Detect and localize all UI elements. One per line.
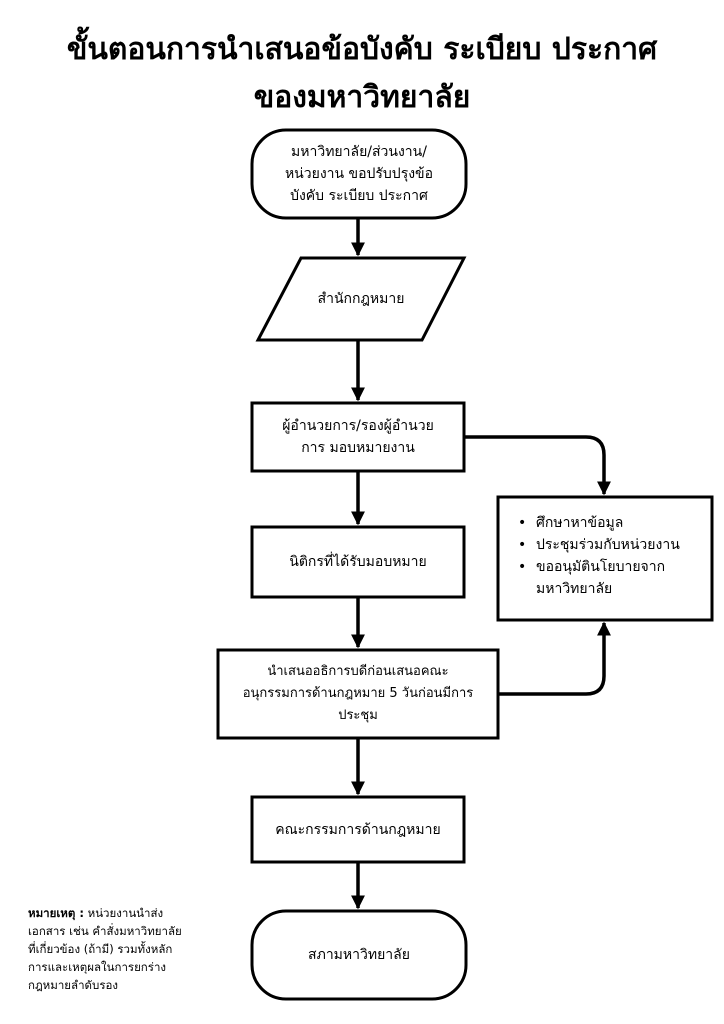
legal-officer-label: นิติกรที่ได้รับมอบหมาย — [252, 527, 464, 597]
side-task-item: ประชุมร่วมกับหน่วยงาน — [512, 534, 712, 556]
page-title-line-2: ของมหาวิทยาลัย — [253, 80, 471, 115]
footnote-line: หน่วยงานนำส่ง — [87, 906, 164, 920]
director-box — [250, 401, 466, 473]
start-label-line: หน่วยงาน ขอปรับปรุงข้อ — [284, 166, 434, 182]
arrow-director-to-side-tasks — [464, 435, 611, 496]
end-label-line: สภามหาวิทยาลัย — [308, 947, 410, 963]
start-label-line: บังคับ ระเบียบ ประกาศ — [290, 188, 428, 204]
footnote-line: การและเหตุผลในการยกร่าง — [28, 960, 167, 974]
propose-label-line: อนุกรรมการด้านกฎหมาย 5 วันก่อนมีการ — [242, 686, 474, 701]
legal-office-label: สำนักกฎหมาย — [280, 258, 442, 340]
side-task-item: ขออนุมัตินโยบายจาก — [512, 556, 712, 578]
propose-label-line: ประชุม — [338, 708, 378, 723]
legal-office-label-line: สำนักกฎหมาย — [317, 291, 405, 307]
footnote-line: เอกสาร เช่น คำสั่งมหาวิทยาลัย — [28, 924, 182, 938]
director-label-line: ผู้อำนวยการ/รองผู้อำนวย — [282, 418, 434, 434]
page-title-line-1: ขั้นตอนการนำเสนอข้อบังคับ ระเบียบ ประกาศ — [66, 32, 658, 67]
propose-label-line: นำเสนออธิการบดีก่อนเสนอคณะ — [267, 664, 449, 679]
propose-label: นำเสนออธิการบดีก่อนเสนอคณะ อนุกรรมการด้า… — [218, 650, 498, 738]
footnote-line: กฎหมายลำดับรอง — [28, 978, 119, 992]
legal-office-parallelogram — [255, 256, 467, 342]
committee-label-line: คณะกรรมการด้านกฎหมาย — [275, 821, 441, 838]
footnote-line: ที่เกี่ยวข้อง (ถ้ามี) รวมทั้งหลัก — [28, 942, 173, 956]
start-label-line: มหาวิทยาลัย/ส่วนงาน/ — [291, 144, 427, 160]
committee-label: คณะกรรมการด้านกฎหมาย — [252, 797, 464, 862]
footnote: หมายเหตุ : หน่วยงานนำส่ง เอกสาร เช่น คำส… — [28, 904, 238, 994]
director-label-line: การ มอบหมายงาน — [301, 440, 415, 456]
side-task-continuation: มหาวิทยาลัย — [536, 581, 613, 597]
start-label: มหาวิทยาลัย/ส่วนงาน/ หน่วยงาน ขอปรับปรุง… — [252, 130, 466, 218]
legal-officer-label-line: นิติกรที่ได้รับมอบหมาย — [289, 554, 427, 570]
side-task-item: ศึกษาหาข้อมูล — [512, 512, 712, 534]
end-terminator — [250, 909, 468, 1001]
side-tasks-list: ศึกษาหาข้อมูล ประชุมร่วมกับหน่วยงาน ขออน… — [512, 512, 712, 600]
arrow-propose-to-side-tasks — [498, 621, 611, 696]
end-label: สภามหาวิทยาลัย — [252, 911, 466, 999]
footnote-label: หมายเหตุ : — [28, 906, 84, 920]
director-label: ผู้อำนวยการ/รองผู้อำนวย การ มอบหมายงาน — [252, 403, 464, 471]
